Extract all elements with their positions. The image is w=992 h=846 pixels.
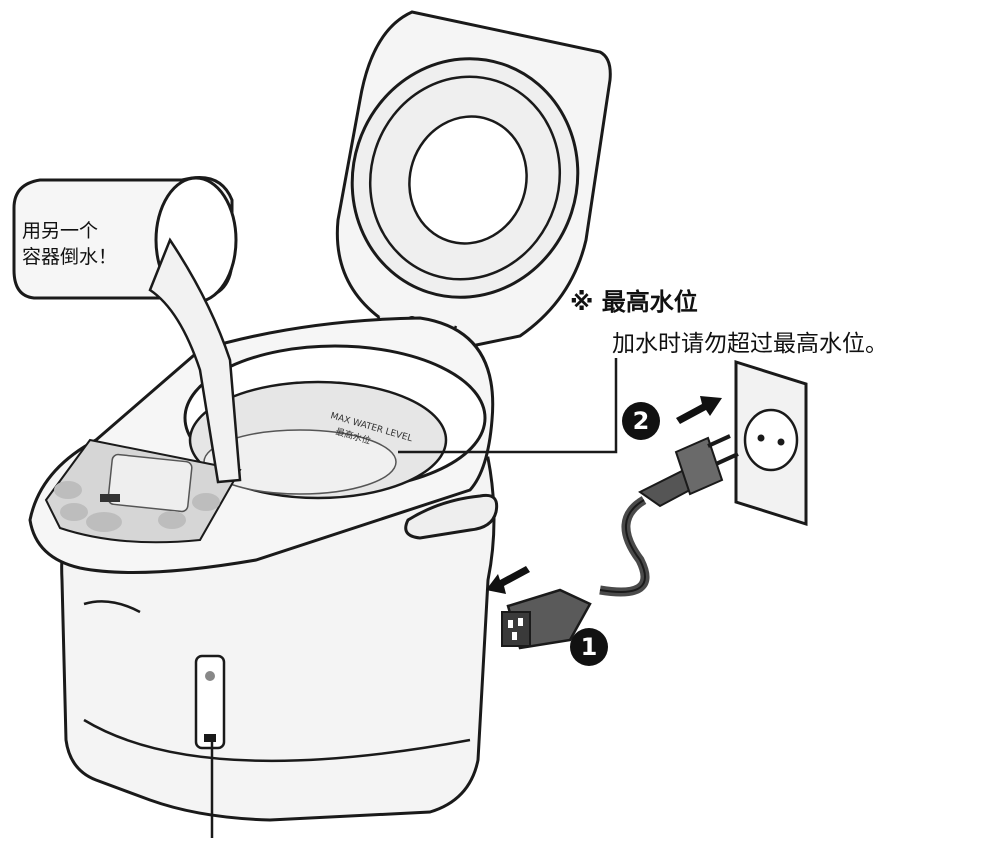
max-water-level-heading: 最高水位 bbox=[601, 288, 698, 316]
step-2-badge: 2 bbox=[622, 402, 660, 440]
control-panel bbox=[44, 438, 242, 544]
max-water-level-title: ※ 最高水位 bbox=[570, 282, 698, 317]
max-level-leader bbox=[398, 358, 618, 454]
pour-note-line1: 用另一个 bbox=[22, 220, 99, 242]
open-lid bbox=[335, 10, 612, 373]
pouring-container bbox=[12, 176, 242, 484]
step-1-badge: 1 bbox=[570, 628, 608, 666]
arrow-to-outlet bbox=[676, 396, 722, 424]
note-symbol: ※ bbox=[570, 288, 594, 316]
power-cord bbox=[501, 434, 739, 650]
pot-body: MAX WATER LEVEL 最高水位 bbox=[28, 316, 499, 822]
max-water-level-description: 加水时请勿超过最高水位。 bbox=[612, 331, 888, 357]
pour-note-line2: 容器倒水！ bbox=[22, 246, 118, 268]
arrow-from-pot bbox=[486, 566, 530, 594]
pour-note: 用另一个 容器倒水！ bbox=[22, 218, 117, 270]
wall-outlet bbox=[734, 359, 808, 527]
